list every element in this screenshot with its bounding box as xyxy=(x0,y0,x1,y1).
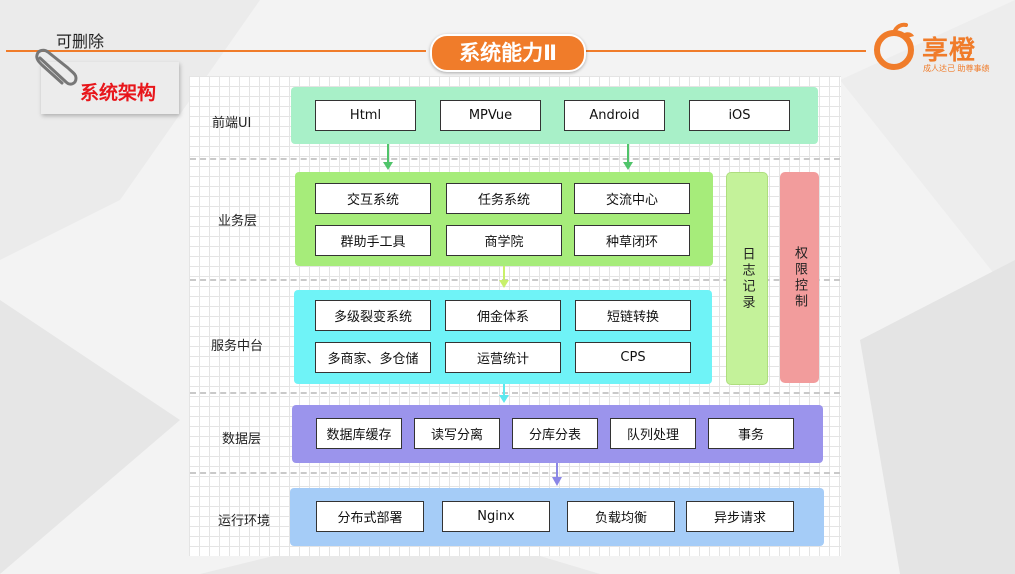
layer-divider xyxy=(190,279,840,281)
business-item: 种草闭环 xyxy=(574,225,690,256)
logging-bar: 日志记录 xyxy=(726,172,768,385)
business-item: 商学院 xyxy=(446,225,562,256)
frontend-item: Html xyxy=(315,100,416,131)
logo-name: 享橙 xyxy=(922,36,977,66)
removable-note: 可删除 xyxy=(56,32,105,51)
layer-divider xyxy=(190,472,840,474)
layer-divider xyxy=(190,392,840,394)
service-item: 短链转换 xyxy=(575,300,691,331)
layer-label-runtime: 运行环境 xyxy=(218,514,271,529)
frontend-item: MPVue xyxy=(440,100,541,131)
service-item: 多级裂变系统 xyxy=(315,300,431,331)
header-rule-left xyxy=(6,50,426,52)
runtime-item: 负载均衡 xyxy=(567,501,675,532)
data-item: 队列处理 xyxy=(610,418,696,449)
data-item: 分库分表 xyxy=(512,418,598,449)
layer-label-business: 业务层 xyxy=(218,214,258,229)
frontend-item: Android xyxy=(564,100,665,131)
service-item: 多商家、多仓储 xyxy=(315,342,431,373)
service-item: CPS xyxy=(575,342,691,373)
layer-divider xyxy=(190,158,840,160)
header-rule-right xyxy=(586,50,866,52)
frontend-item: iOS xyxy=(689,100,790,131)
layer-label-frontend: 前端UI xyxy=(212,116,252,131)
service-item: 佣金体系 xyxy=(445,300,561,331)
data-item: 事务 xyxy=(708,418,794,449)
business-item: 交互系统 xyxy=(315,183,431,214)
runtime-item: Nginx xyxy=(442,501,550,532)
slide-title: 系统能力Ⅱ xyxy=(430,34,586,72)
service-item: 运营统计 xyxy=(445,342,561,373)
layer-label-service: 服务中台 xyxy=(211,339,264,354)
logo-slogan: 成人达己 助尊事绩 xyxy=(923,64,990,73)
section-tag-card xyxy=(41,62,179,114)
business-item: 群助手工具 xyxy=(315,225,431,256)
paperclip-icon xyxy=(35,48,78,86)
business-item: 任务系统 xyxy=(446,183,562,214)
runtime-item: 异步请求 xyxy=(686,501,794,532)
layer-label-data: 数据层 xyxy=(222,432,262,447)
business-item: 交流中心 xyxy=(574,183,690,214)
auth-control-bar: 权限控制 xyxy=(780,172,819,383)
data-item: 数据库缓存 xyxy=(316,418,402,449)
section-tag: 系统架构 xyxy=(80,82,157,104)
orange-logo-icon xyxy=(874,22,914,70)
runtime-item: 分布式部署 xyxy=(316,501,424,532)
data-item: 读写分离 xyxy=(414,418,500,449)
